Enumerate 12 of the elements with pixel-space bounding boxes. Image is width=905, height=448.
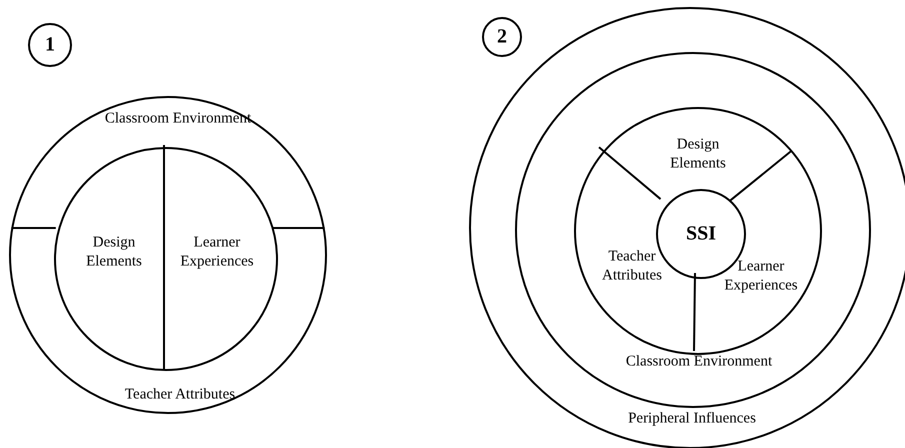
circle-label: 1: [44, 32, 56, 58]
circle-label: Learner Experiences: [723, 257, 799, 295]
circle-label: Design Elements: [669, 135, 727, 173]
circle-label: Design Elements: [85, 233, 143, 271]
circle-label: SSI: [684, 222, 718, 246]
circle-label: Learner Experiences: [179, 233, 255, 271]
circle-label: 2: [496, 24, 508, 50]
circle-label: Classroom Environment: [624, 352, 774, 372]
circle-label: Teacher Attributes: [601, 247, 663, 285]
circle-label: Classroom Environment: [104, 110, 252, 128]
circle-label: Teacher Attributes: [124, 386, 236, 404]
circle-label: Peripheral Influences: [627, 410, 757, 428]
